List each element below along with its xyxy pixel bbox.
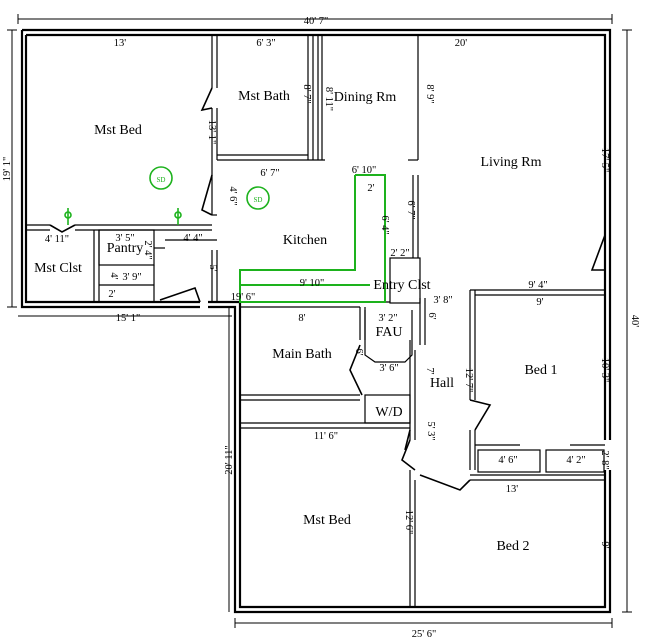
fixtures: SD SD: [64, 166, 270, 225]
dim-fau-width: 3' 2": [378, 313, 397, 324]
dim-bed2-depth: 9': [599, 541, 610, 548]
room-label-entry-clst: Entry Clst: [373, 278, 430, 293]
dim-mst-bath-height: 8' 7": [301, 84, 312, 103]
smoke-detector-mark: SD: [254, 196, 263, 204]
dim-small-4: 4': [108, 272, 119, 279]
dim-entry-6: 6': [426, 312, 437, 319]
smoke-detector-icon: [246, 186, 270, 210]
dim-main-bath-3-6: 3' 6": [379, 363, 398, 374]
dim-bottom-15-1: 15' 1": [116, 313, 141, 324]
dim-main-bath-6: 6': [353, 348, 364, 355]
outlet-icon: [64, 208, 72, 225]
dim-mst-bed-height: 13' 1": [206, 120, 217, 145]
room-label-bed2: Bed 2: [496, 539, 529, 554]
exterior-walls: [20, 28, 612, 614]
dimension-labels: 40' 7" 25' 6" 40' 19' 1" 20' 11" 13' 6' …: [2, 16, 640, 640]
room-label-mst-clst: Mst Clst: [34, 261, 82, 276]
dim-closet-4-2: 4' 2": [566, 455, 585, 466]
smoke-detector-icon: [149, 166, 173, 190]
dim-kitchen-6-4: 6' 4": [379, 215, 390, 234]
dim-kitchen-9-10: 9' 10": [300, 278, 325, 289]
dim-mst-bed-width-2: 11' 6": [314, 431, 338, 442]
dim-pantry-depth: 2' 4": [142, 240, 153, 259]
dim-mst-bed-depth: 12' 6": [403, 510, 414, 535]
dim-overall-top: 40' 7": [304, 16, 329, 27]
room-label-main-bath: Main Bath: [272, 347, 332, 362]
room-label-mst-bed-top: Mst Bed: [94, 123, 142, 138]
room-label-dining: Dining Rm: [334, 90, 397, 105]
dim-kitchen-hall: 4' 6": [227, 186, 238, 205]
dim-kitchen-19-6: 19' 6": [231, 292, 256, 303]
dim-kitchen-6-7: 6' 7": [405, 200, 416, 219]
dim-hall-7: 7': [424, 367, 435, 374]
room-label-fau: FAU: [376, 325, 403, 340]
kitchen-counter: [239, 174, 386, 303]
dim-bed2-width: 13': [506, 484, 519, 495]
dim-small-2: 2': [108, 289, 115, 300]
dim-bed1-9-4: 9' 4": [528, 280, 547, 291]
dim-kitchen-top: 6' 7": [260, 168, 279, 179]
dim-entry-3-8: 3' 8": [433, 295, 452, 306]
dim-hall-5-3: 5' 3": [425, 421, 436, 440]
dim-left-upper: 19' 1": [2, 157, 13, 182]
dim-left-lower: 20' 11": [224, 445, 235, 474]
overall-dimension-lines: [7, 14, 632, 628]
dim-kitchen-5: 5': [207, 264, 218, 271]
dim-bed1-9: 9': [536, 297, 543, 308]
room-label-hall: Hall: [430, 376, 454, 391]
dim-hall-12-7: 12' 7": [463, 368, 474, 393]
dim-mst-bath-width: 6' 3": [256, 38, 275, 49]
room-label-bed1: Bed 1: [524, 363, 557, 378]
room-label-pantry: Pantry: [107, 241, 144, 256]
room-label-wd: W/D: [375, 405, 402, 420]
room-labels: Mst Bed Mst Bath Dining Rm Living Rm Kit…: [34, 89, 557, 554]
dim-bed1-10-3: 10' 3": [599, 358, 610, 383]
room-label-living: Living Rm: [480, 155, 541, 170]
dim-dining-height: 8' 11": [323, 87, 334, 111]
room-label-mst-bath: Mst Bath: [238, 89, 290, 104]
dim-dining-height-2: 8' 9": [424, 84, 435, 103]
dim-kitchen-top-2: 6' 10": [352, 165, 377, 176]
dim-closet-4-6: 4' 6": [498, 455, 517, 466]
dim-counter-2: 2': [367, 183, 374, 194]
dim-small-2-2: 2' 2": [390, 248, 409, 259]
dim-pantry-3-9: 3' 9": [122, 272, 141, 283]
room-label-kitchen: Kitchen: [283, 233, 327, 248]
dim-mst-bed-width: 13': [114, 38, 127, 49]
dim-living-height: 17' 5": [599, 148, 610, 173]
dim-bed1-2-8: 2' 8": [599, 450, 610, 469]
doors: [49, 87, 606, 491]
room-label-mst-bed-bottom: Mst Bed: [303, 513, 351, 528]
dim-living-width: 20': [455, 38, 468, 49]
dim-pantry-width: 3' 5": [115, 233, 134, 244]
dim-main-bath-width: 8': [298, 313, 305, 324]
smoke-detector-mark: SD: [157, 176, 166, 184]
dim-mst-clst-width: 4' 11": [45, 234, 69, 245]
dim-overall-bottom: 25' 6": [412, 629, 437, 640]
dim-hall-4-4: 4' 4": [183, 233, 202, 244]
dim-overall-right: 40': [629, 315, 640, 328]
outlet-icon: [174, 208, 182, 225]
